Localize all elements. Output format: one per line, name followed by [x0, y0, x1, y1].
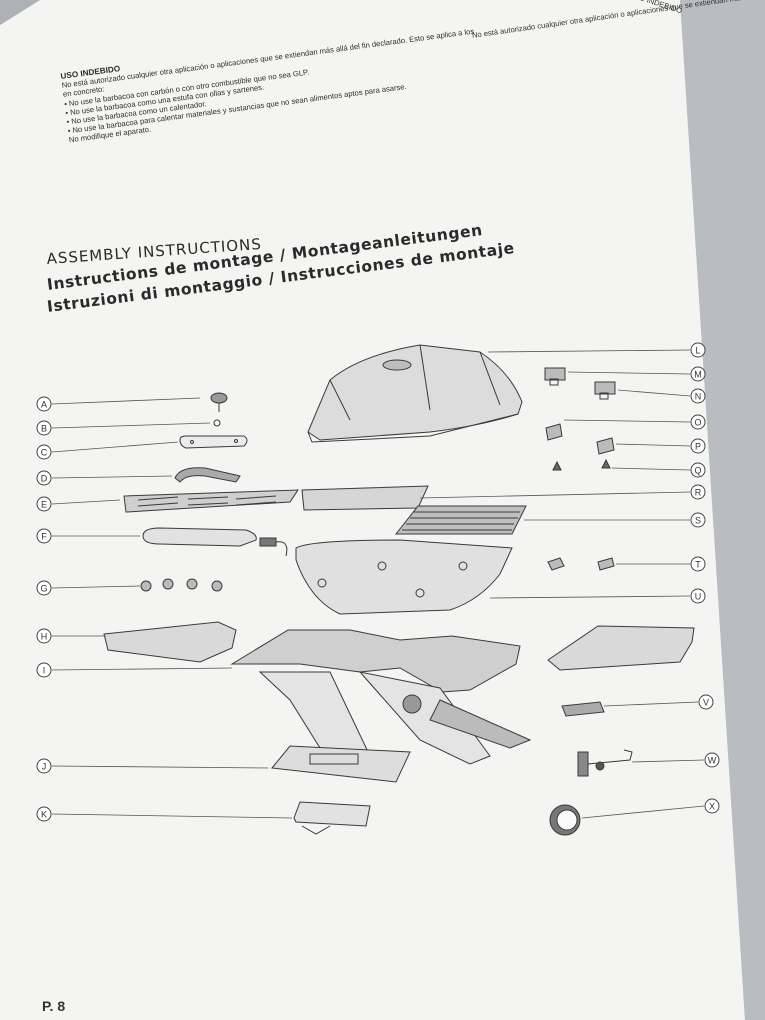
callout-label: O [694, 418, 701, 428]
part-p-bracket [596, 437, 615, 455]
callout-a: A [36, 396, 52, 412]
part-j-drip-tray [271, 745, 411, 783]
callout-c: C [36, 444, 52, 460]
part-r-griddle [301, 485, 429, 511]
part-f-burner [142, 527, 288, 557]
part-n-hinge [594, 381, 616, 400]
callout-p: P [690, 438, 706, 454]
callout-n: N [690, 388, 706, 404]
callout-label: X [709, 802, 715, 812]
part-s-grate [394, 505, 527, 535]
callout-label: H [41, 632, 48, 642]
part-l-lid [307, 344, 523, 443]
callout-m: M [690, 366, 706, 382]
callout-e: E [36, 496, 52, 512]
callout-v: V [698, 694, 714, 710]
callout-label: L [695, 346, 700, 356]
right-callouts: L M N O P Q R S T U V W X [690, 342, 720, 814]
page-number: P. 8 [42, 998, 66, 1014]
part-k-grease-cup [293, 801, 371, 835]
left-callouts: A B C D E F G H I J K [36, 396, 52, 822]
callout-label: M [694, 370, 702, 380]
callout-o: O [690, 414, 706, 430]
part-d-handle [174, 467, 241, 483]
part-v-bracket [561, 701, 605, 717]
part-e-tray [123, 489, 299, 513]
callout-w: W [704, 752, 720, 768]
callout-label: N [695, 392, 702, 402]
callout-b: B [36, 420, 52, 436]
callout-label: G [40, 584, 47, 594]
callout-l: L [690, 342, 706, 358]
callout-label: E [41, 500, 47, 510]
part-b-washer [213, 419, 221, 427]
callout-u: U [690, 588, 706, 604]
part-i-frame [230, 629, 532, 765]
part-q-screws [552, 458, 611, 471]
callout-label: B [41, 424, 47, 434]
callout-h: H [36, 628, 52, 644]
callout-j: J [36, 758, 52, 774]
leader-lines [51, 349, 705, 819]
callout-k: K [36, 806, 52, 822]
callout-label: K [41, 810, 47, 820]
part-g-feet [140, 578, 223, 592]
callout-label: D [41, 474, 48, 484]
part-c-plate [179, 435, 248, 449]
callout-s: S [690, 512, 706, 528]
callout-label: Q [694, 466, 701, 476]
callout-f: F [36, 528, 52, 544]
callout-t: T [690, 556, 706, 572]
callout-d: D [36, 470, 52, 486]
callout-label: A [41, 400, 47, 410]
part-m-hinge [544, 367, 566, 386]
callout-i: I [36, 662, 52, 678]
callout-r: R [690, 484, 706, 500]
callout-label: U [695, 592, 702, 602]
callout-label: V [703, 698, 709, 708]
callout-x: X [704, 798, 720, 814]
part-w-regulator [577, 749, 633, 777]
callout-label: W [708, 756, 717, 766]
part-h-side-table-left [103, 621, 237, 663]
callout-label: S [695, 516, 701, 526]
callout-label: C [41, 448, 48, 458]
callout-label: F [41, 532, 47, 542]
callout-label: T [695, 560, 701, 570]
part-t-clips [547, 557, 615, 571]
part-h-side-table-right [547, 625, 695, 671]
part-a-knob [210, 392, 228, 412]
callout-label: R [695, 488, 702, 498]
part-x-knob [549, 804, 581, 836]
callout-label: I [43, 666, 46, 676]
part-o-bracket [545, 423, 563, 441]
callout-g: G [36, 580, 52, 596]
part-u-firebox [295, 539, 513, 615]
callout-label: P [695, 442, 701, 452]
callout-q: Q [690, 462, 706, 478]
callout-label: J [42, 762, 47, 772]
